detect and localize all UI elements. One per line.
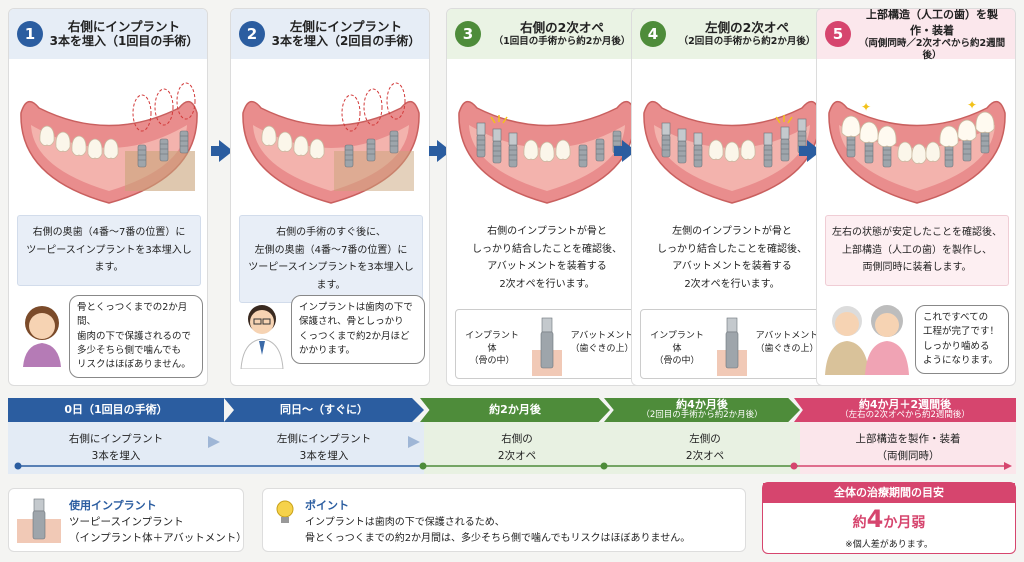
period-value: 約4か月弱 — [852, 505, 926, 533]
step-1-header: 1 右側にインプラント 3本を埋入（1回目の手術） — [9, 9, 207, 59]
step-2-card: 2 左側にインプラント 3本を埋入（2回目の手術） 右側の手術のすぐ後に、 左側… — [230, 8, 430, 386]
implant-part-icon — [717, 317, 747, 376]
step-1-speech-bubble: 骨とくっつくまでの2か月間、 歯肉の下で保護されるので 多少そちら側で噛んでも … — [69, 295, 203, 379]
timeline-head-1: 同日〜（すぐに） — [224, 398, 424, 422]
step-3-subtitle: （1回目の手術から約2か月後） — [493, 35, 631, 47]
step-2-description: 右側の手術のすぐ後に、 左側の奥歯（4番〜7番の位置）に ツーピースインプラント… — [239, 215, 423, 303]
svg-text:✦: ✦ — [967, 98, 977, 112]
step-3-title: 右側の2次オペ — [520, 20, 604, 36]
point-title: ポイント — [305, 499, 349, 512]
implant-type-title: 使用インプラント — [69, 499, 157, 512]
dentist-doctor-avatar — [240, 305, 284, 369]
step-4-title: 左側の2次オペ — [705, 20, 789, 36]
jaw-illustration-step-2 — [242, 82, 420, 204]
step-4-description: 左側のインプラントが骨と しっかり結合したことを確認後、 アバットメントを装着す… — [640, 215, 824, 301]
step-1-description: 右側の奥歯（4番〜7番の位置）に ツーピースインプラントを3本埋入します。 — [17, 215, 201, 286]
step-4-number: 4 — [640, 21, 666, 47]
step-3-number: 3 — [455, 21, 481, 47]
abutment-label: アバットメント （歯ぐきの上） — [570, 331, 634, 354]
lightbulb-icon — [276, 500, 294, 523]
timeline-track — [14, 436, 1012, 470]
abutment-label: アバットメント （歯ぐきの上） — [755, 331, 819, 354]
timeline-head-2: 約2か月後 — [420, 398, 610, 422]
timeline-head-4: 約4か月＋2週間後 （左右の2次オペから約2週間後） — [794, 398, 1016, 422]
total-period-box: 全体の治療期間の目安 約4か月弱 ※個人差があります。 — [762, 482, 1016, 554]
elderly-couple-avatar — [825, 305, 909, 375]
step-3-description: 右側のインプラントが骨と しっかり結合したことを確認後、 アバットメントを装着す… — [455, 215, 639, 301]
step-1-title: 右側にインプラント — [67, 18, 181, 34]
step-1-subtitle: 3本を埋入（1回目の手術） — [49, 34, 199, 49]
step-4-implant-diagram: インプラント体 （骨の中） アバットメント （歯ぐきの上） — [640, 309, 824, 379]
step-5-title: 上部構造（人工の歯）を製作・装着 — [866, 8, 998, 38]
svg-text:✦: ✦ — [861, 100, 871, 114]
patient-woman-avatar — [23, 306, 61, 367]
period-note: ※個人差があります。 — [845, 540, 933, 550]
implant-icon — [17, 498, 61, 543]
step-5-speech-bubble: これですべての 工程が完了です！ しっかり噛める ようになります。 — [915, 305, 1009, 374]
step-1-number: 1 — [17, 21, 43, 47]
step-2-title: 左側にインプラント — [289, 18, 403, 34]
step-5-card: 5 上部構造（人工の歯）を製作・装着 （両側同時／2次オペから約2週間後） ✦ … — [816, 8, 1016, 386]
step-1-card: 1 右側にインプラント 3本を埋入（1回目の手術） 右側の奥歯（4番〜7番の位置… — [8, 8, 208, 386]
timeline-head-3: 約4か月後 （2回目の手術から約2か月後） — [604, 398, 800, 422]
step-2-subtitle: 3本を埋入（2回目の手術） — [271, 34, 421, 49]
step-4-card: 4 左側の2次オペ （2回目の手術から約2か月後） 左側のインプラントが骨と し… — [631, 8, 831, 386]
step-3-header: 3 右側の2次オペ （1回目の手術から約2か月後） — [447, 9, 645, 59]
flow-arrow-1 — [211, 140, 233, 162]
period-title: 全体の治療期間の目安 — [763, 483, 1015, 503]
implant-type-box: 使用インプラント ツーピースインプラント （インプラント体＋アバットメント） — [8, 488, 247, 552]
fixture-label: インプラント体 （骨の中） — [650, 331, 704, 367]
step-2-number: 2 — [239, 21, 265, 47]
point-box: ポイント インプラントは歯肉の下で保護されるため、 骨とくっつくまでの約2か月間… — [262, 488, 746, 552]
step-5-description: 左右の状態が安定したことを確認後、 上部構造（人工の歯）を製作し、 両側同時に装… — [825, 215, 1009, 286]
step-4-header: 4 左側の2次オペ （2回目の手術から約2か月後） — [632, 9, 830, 59]
step-5-header: 5 上部構造（人工の歯）を製作・装着 （両側同時／2次オペから約2週間後） — [817, 8, 1015, 61]
jaw-illustration-step-3 — [458, 100, 636, 204]
step-2-speech-bubble: インプラントは歯肉の下で 保護され、骨としっかり くっつくまで約2か月ほど かか… — [291, 295, 425, 364]
step-5-subtitle: （両側同時／2次オペから約2週間後） — [858, 37, 1006, 61]
jaw-illustration-step-1 — [20, 82, 198, 204]
treatment-timeline: 0日（1回目の手術） 同日〜（すぐに） 約2か月後 約4か月後 （2回目の手術か… — [8, 398, 1016, 474]
implant-part-icon — [532, 317, 562, 376]
implant-type-text: ツーピースインプラント （インプラント体＋アバットメント） — [69, 516, 247, 544]
fixture-label: インプラント体 （骨の中） — [465, 331, 519, 367]
point-text: インプラントは歯肉の下で保護されるため、 骨とくっつくまでの約2か月間は、多少そ… — [305, 517, 691, 544]
step-2-header: 2 左側にインプラント 3本を埋入（2回目の手術） — [231, 9, 429, 59]
step-4-subtitle: （2回目の手術から約2か月後） — [678, 35, 816, 47]
timeline-head-0: 0日（1回目の手術） — [8, 398, 224, 422]
jaw-illustration-step-4 — [643, 100, 821, 204]
step-3-implant-diagram: インプラント体 （骨の中） アバットメント （歯ぐきの上） — [455, 309, 639, 379]
step-3-card: 3 右側の2次オペ （1回目の手術から約2か月後） 右側のインプラントが骨と し… — [446, 8, 646, 386]
jaw-illustration-step-5: ✦ ✦ — [828, 98, 1006, 204]
step-5-number: 5 — [825, 21, 851, 47]
